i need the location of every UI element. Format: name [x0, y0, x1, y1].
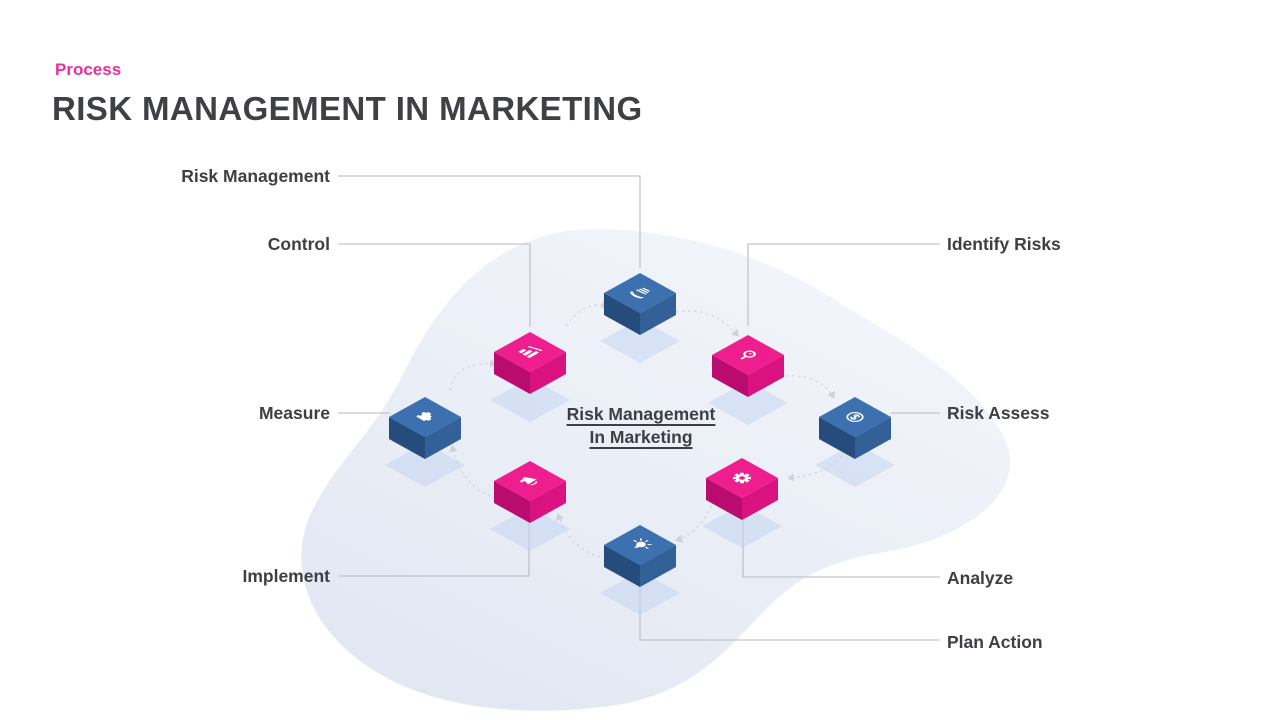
cube-analyze: [702, 458, 782, 548]
label-control: Control: [267, 234, 330, 254]
cube-control: [490, 332, 570, 422]
cube-risk-management: [600, 273, 680, 363]
connector-risk-management: [338, 175, 641, 268]
cube-shadow: [490, 507, 570, 551]
megaphone-icon: [519, 477, 538, 486]
center-title-line2: In Marketing: [589, 427, 693, 447]
magnifier-icon: [740, 350, 756, 360]
cube-shadow: [385, 443, 465, 487]
label-implement: Implement: [242, 566, 330, 586]
flow-arrow: [449, 444, 497, 499]
cube-measure: [385, 397, 465, 487]
cube-plan-action: [600, 525, 680, 615]
center-title: Risk Management In Marketing: [531, 403, 751, 449]
label-plan-action: Plan Action: [947, 632, 1043, 652]
cube-shadow: [815, 443, 895, 487]
cube-shadow: [600, 319, 680, 363]
cube-shadow: [600, 571, 680, 615]
cube-shadow: [708, 381, 788, 425]
cube-shadow: [490, 378, 570, 422]
gear-icon: [732, 472, 752, 484]
dollar-cycle-icon: [846, 412, 864, 422]
cube-identify-risks: [708, 335, 788, 425]
connector-identify-risks: [747, 243, 940, 326]
connector-plan-action: [639, 585, 940, 641]
cube-implement: [490, 461, 570, 551]
label-risk-management: Risk Management: [181, 166, 330, 186]
bar-chart-icon: [518, 346, 543, 359]
page-title: RISK MANAGEMENT IN MARKETING: [52, 90, 643, 127]
puzzle-icon: [416, 412, 432, 421]
center-title-line1: Risk Management: [566, 404, 716, 424]
flow-arrow: [675, 310, 739, 337]
cube-shadow: [702, 504, 782, 548]
cube-risk-assess: [815, 397, 895, 487]
connector-control: [338, 243, 531, 327]
lightbulb-icon: [633, 538, 652, 549]
label-risk-assess: Risk Assess: [947, 403, 1050, 423]
label-identify-risks: Identify Risks: [947, 234, 1061, 254]
eyebrow-process: Process: [55, 60, 122, 79]
flow-arrow: [555, 512, 607, 559]
label-measure: Measure: [258, 403, 330, 423]
hand-holding-papers-icon: [630, 287, 651, 299]
label-analyze: Analyze: [947, 568, 1014, 588]
